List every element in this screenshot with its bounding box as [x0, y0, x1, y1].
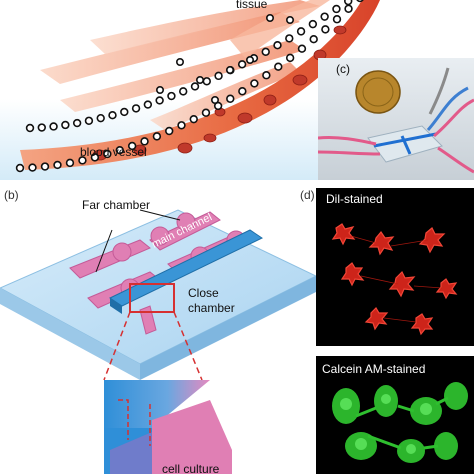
endothelial-cell [297, 44, 307, 53]
endothelial-cell [78, 156, 87, 165]
endothelial-cell [25, 123, 35, 133]
endothelial-cell [167, 91, 176, 101]
endothelial-cell [344, 0, 353, 6]
endothelial-cell [261, 47, 270, 57]
far-chamber-label: Far chamber [82, 198, 151, 212]
endothelial-cell [49, 122, 58, 131]
endothelial-cell [356, 0, 364, 3]
endothelial-cell [15, 163, 25, 173]
endothelial-cell [201, 108, 211, 117]
endothelial-cell [344, 4, 353, 13]
endothelial-cell [202, 77, 211, 86]
endothelial-cell [84, 116, 94, 125]
endothelial-cell [37, 123, 46, 132]
endothelial-cell [262, 71, 271, 80]
endothelial-cell [321, 25, 330, 34]
endothelial-cell [309, 34, 318, 44]
endothelial-cell [53, 160, 62, 170]
endothelial-cell [65, 158, 75, 168]
endothelial-cell [131, 104, 141, 113]
endothelial-cell [250, 79, 259, 88]
dil-stained-image [316, 188, 474, 346]
panel-d-label: (d) [300, 188, 315, 202]
endothelial-cell [103, 149, 112, 159]
endothelial-cell [152, 132, 162, 141]
endothelial-cell [120, 107, 129, 117]
endothelial-cell [332, 4, 341, 14]
endothelial-cell [108, 111, 117, 120]
endothelial-cell [308, 19, 318, 29]
close-chamber-label-line2: chamber [188, 301, 235, 315]
endothelial-cell [320, 12, 329, 21]
panel-b-chip-schematic [0, 209, 316, 474]
endothelial-cell [214, 71, 223, 81]
endothelial-cell [90, 153, 100, 162]
close-chamber-label-line1: Close [188, 286, 219, 300]
endothelial-cell [226, 94, 235, 103]
endothelial-cell [96, 113, 105, 123]
panel-c-photo [318, 58, 474, 180]
endothelial-cell [61, 120, 70, 130]
endothelial-cell [40, 162, 50, 171]
endothelial-cell [190, 82, 200, 91]
endothelial-cell [143, 100, 153, 109]
endothelial-cell [72, 118, 82, 128]
endothelial-cell [155, 96, 164, 105]
panel-b-label: (b) [4, 188, 19, 202]
endothelial-cell [165, 126, 174, 136]
endothelial-cell [274, 62, 283, 71]
endothelial-cell [140, 137, 149, 146]
blood-vessel-label: blood vessel [80, 145, 147, 159]
coin-icon [355, 70, 401, 114]
tissue-label: tissue [236, 0, 268, 11]
panel-c-label: (c) [336, 62, 350, 76]
endothelial-cell [179, 87, 188, 96]
dil-stained-label: Dil-stained [326, 192, 383, 206]
endothelial-cell [296, 27, 306, 36]
endothelial-cell [127, 141, 137, 151]
calcein-stained-label: Calcein AM-stained [322, 362, 426, 376]
tubing-icon [318, 67, 474, 174]
endothelial-cell [28, 163, 37, 172]
endothelial-cell [115, 145, 124, 155]
endothelial-cell [177, 121, 186, 130]
calcein-stained-image [316, 356, 474, 474]
endothelial-cell [213, 101, 223, 111]
endothelial-cell [332, 15, 342, 24]
endothelial-cell [237, 60, 247, 69]
endothelial-cell [273, 41, 282, 50]
zoom-box-icon [129, 283, 175, 313]
endothelial-cell [189, 114, 198, 124]
endothelial-cell [285, 34, 294, 43]
endothelial-cell [238, 87, 247, 96]
endothelial-cell [285, 53, 295, 63]
cell-culture-label: cell culture [162, 462, 220, 474]
